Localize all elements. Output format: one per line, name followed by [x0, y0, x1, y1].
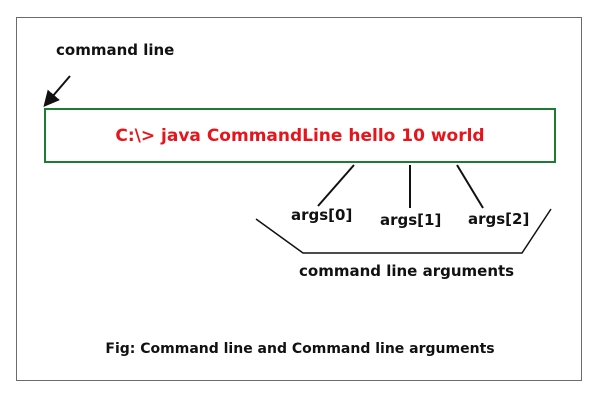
diagram-frame: [16, 17, 582, 381]
command-box: C:\> java CommandLine hello 10 world: [44, 108, 556, 163]
arguments-brace: [255, 208, 552, 254]
args-label-2: args[2]: [468, 210, 530, 228]
args-label-1: args[1]: [380, 211, 442, 229]
command-line-label: command line: [56, 41, 175, 59]
arguments-caption: command line arguments: [299, 262, 515, 280]
args2-connector: [456, 164, 484, 209]
command-text: C:\> java CommandLine hello 10 world: [115, 125, 485, 146]
figure-caption: Fig: Command line and Command line argum…: [105, 341, 495, 357]
args-label-0: args[0]: [291, 206, 353, 224]
command-line-arrow: [43, 75, 71, 108]
args0-connector: [317, 164, 355, 207]
